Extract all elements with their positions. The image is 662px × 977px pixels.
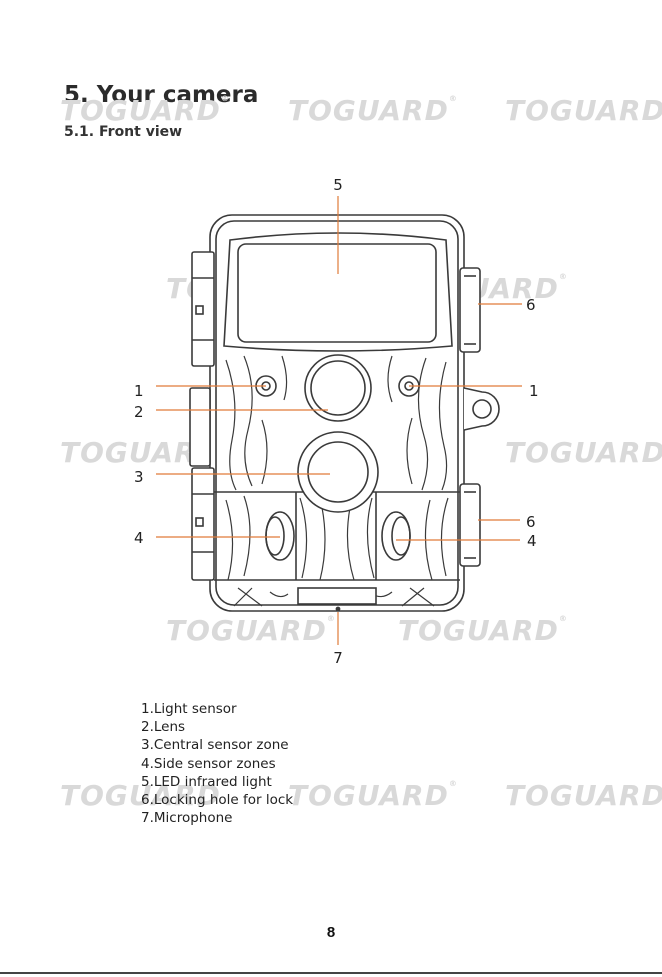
page-number: 8 (0, 924, 662, 941)
legend-item: 4.Side sensor zones (141, 755, 293, 773)
left-side-panel (190, 388, 210, 466)
central-sensor-zone (298, 432, 378, 512)
bottom-plate (298, 588, 376, 604)
legend-item: 5.LED infrared light (141, 773, 293, 791)
right-latch-top (460, 268, 480, 352)
legend-item: 2.Lens (141, 718, 293, 736)
callout-1-right: 1 (529, 382, 539, 400)
callout-1-left: 1 (134, 382, 144, 400)
led-infrared-light (238, 244, 436, 342)
legend-item: 6.Locking hole for lock (141, 791, 293, 809)
microphone (336, 607, 339, 610)
lens (305, 355, 371, 421)
bottom-rule (0, 972, 662, 974)
callout-4-left: 4 (134, 529, 144, 547)
callout-6-bottom: 6 (526, 513, 536, 531)
callout-6-top: 6 (526, 296, 536, 314)
legend-item: 1.Light sensor (141, 700, 293, 718)
callout-4-right: 4 (527, 532, 537, 550)
right-latch-bottom (460, 484, 480, 566)
mounting-tab (464, 388, 499, 430)
parts-legend: 1.Light sensor 2.Lens 3.Central sensor z… (141, 700, 293, 827)
callout-7: 7 (333, 649, 343, 667)
callout-3: 3 (134, 468, 144, 486)
legend-item: 7.Microphone (141, 809, 293, 827)
callout-2: 2 (134, 403, 144, 421)
callout-5: 5 (333, 176, 343, 194)
legend-item: 3.Central sensor zone (141, 736, 293, 754)
